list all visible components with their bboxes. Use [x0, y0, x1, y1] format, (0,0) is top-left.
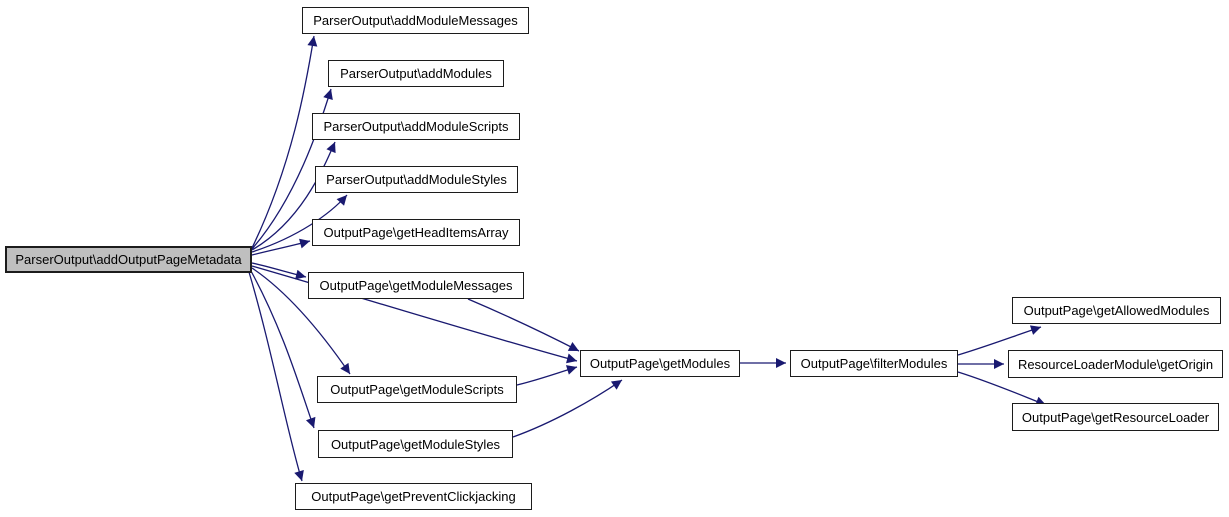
node-getResourceLoader[interactable]: OutputPage\getResourceLoader: [1012, 403, 1219, 431]
node-getAllowedModules[interactable]: OutputPage\getAllowedModules: [1012, 297, 1221, 324]
edge-getModuleScripts-getModules: [516, 365, 578, 386]
edge-filterModules-getAllowedModules: [957, 325, 1042, 356]
edge-addOutputPageMetadata-getPreventClickjacking: [248, 271, 304, 482]
edge-addOutputPageMetadata-addModules: [251, 88, 333, 250]
node-addModuleMessages[interactable]: ParserOutput\addModuleMessages: [302, 7, 529, 34]
node-getModuleScripts[interactable]: OutputPage\getModuleScripts: [317, 376, 517, 403]
node-addOutputPageMetadata: ParserOutput\addOutputPageMetadata: [5, 246, 252, 273]
node-getModuleMessages[interactable]: OutputPage\getModuleMessages: [308, 272, 524, 299]
edge-addOutputPageMetadata-getModuleScripts: [251, 267, 351, 375]
edge-addOutputPageMetadata-getHeadItemsArray: [251, 238, 311, 256]
edge-getModuleStyles-getModules: [512, 379, 623, 438]
edge-addOutputPageMetadata-addModuleMessages: [251, 35, 318, 249]
node-addModules[interactable]: ParserOutput\addModules: [328, 60, 504, 87]
edge-addOutputPageMetadata-addModuleScripts: [251, 141, 336, 251]
node-getPreventClickjacking[interactable]: OutputPage\getPreventClickjacking: [295, 483, 532, 510]
node-addModuleScripts[interactable]: ParserOutput\addModuleScripts: [312, 113, 520, 140]
edge-addOutputPageMetadata-addModuleStyles: [251, 194, 348, 253]
node-getOrigin[interactable]: ResourceLoaderModule\getOrigin: [1008, 350, 1223, 378]
edge-addOutputPageMetadata-getModuleMessages: [251, 262, 307, 280]
node-getModuleStyles[interactable]: OutputPage\getModuleStyles: [318, 430, 513, 458]
node-getHeadItemsArray[interactable]: OutputPage\getHeadItemsArray: [312, 219, 520, 246]
edge-filterModules-getResourceLoader: [957, 371, 1047, 406]
node-getModules[interactable]: OutputPage\getModules: [580, 350, 740, 377]
edge-getModuleMessages-getModules: [467, 298, 580, 352]
node-filterModules[interactable]: OutputPage\filterModules: [790, 350, 958, 377]
node-addModuleStyles[interactable]: ParserOutput\addModuleStyles: [315, 166, 518, 193]
edge-addOutputPageMetadata-getModules: [251, 265, 578, 364]
edge-addOutputPageMetadata-getModuleStyles: [250, 270, 316, 429]
